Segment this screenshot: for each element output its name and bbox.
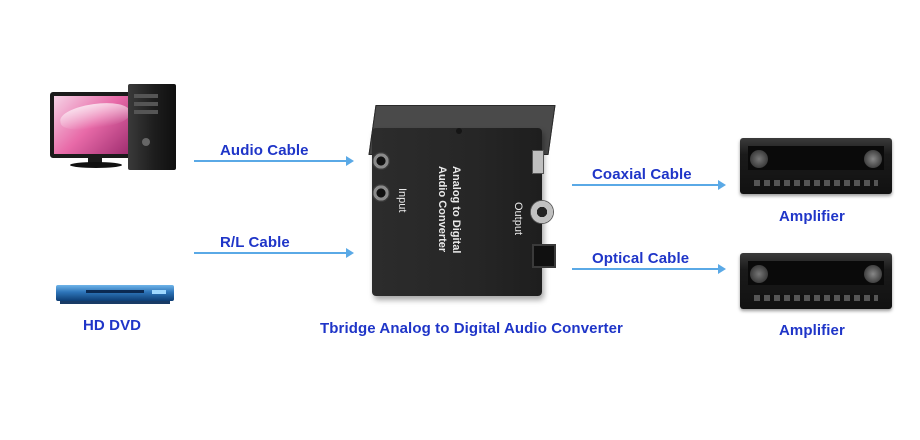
optical-cable-label: Optical Cable xyxy=(592,250,690,267)
amplifier-label-bottom: Amplifier xyxy=(779,322,845,339)
amplifier-icon xyxy=(740,138,892,194)
audio-cable-arrow xyxy=(194,156,354,166)
optical-port xyxy=(532,244,556,268)
dvd-player-base xyxy=(60,301,170,304)
rl-cable-label: R/L Cable xyxy=(220,234,290,251)
input-jack-bottom xyxy=(372,184,390,202)
computer-tower xyxy=(128,84,176,170)
converter-caption: Tbridge Analog to Digital Audio Converte… xyxy=(320,320,623,337)
optical-cable-arrow xyxy=(572,264,726,274)
converter-title-line1: Analog to Digital xyxy=(450,166,462,254)
coaxial-cable-label: Coaxial Cable xyxy=(592,166,692,183)
coaxial-cable-arrow xyxy=(572,180,726,190)
converter-title-line2: Audio Converter xyxy=(436,166,448,253)
hd-dvd-label: HD DVD xyxy=(83,317,142,334)
amplifier-icon xyxy=(740,253,892,309)
rl-cable-arrow xyxy=(194,248,354,258)
screw-icon xyxy=(456,128,462,134)
amplifier-label-top: Amplifier xyxy=(779,208,845,225)
audio-cable-label: Audio Cable xyxy=(220,142,309,159)
output-label: Output xyxy=(512,202,524,236)
input-jack-top xyxy=(372,152,390,170)
coaxial-port xyxy=(530,200,554,224)
usb-port xyxy=(532,150,544,174)
input-label: Input xyxy=(396,188,408,213)
dvd-player-icon xyxy=(56,285,174,301)
monitor-neck xyxy=(88,157,102,164)
monitor-base xyxy=(70,162,122,168)
converter-box-icon: Analog to Digital Audio Converter Input … xyxy=(372,128,542,296)
